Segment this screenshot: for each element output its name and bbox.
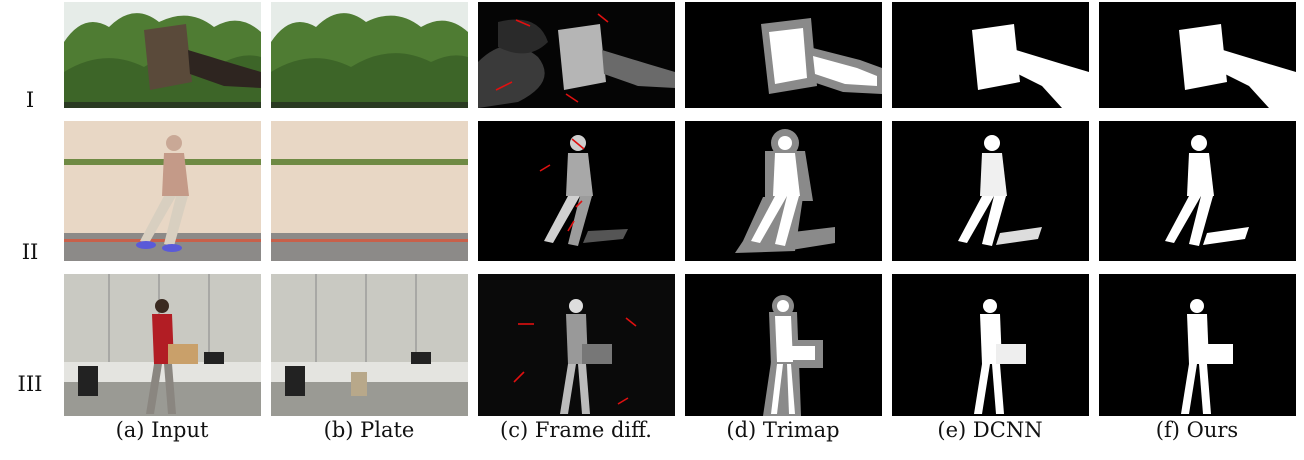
column-label-dcnn: (e) DCNN (937, 418, 1043, 442)
row1-dcnn-image (892, 2, 1089, 108)
row1-frame-diff-image (478, 2, 675, 108)
row3-frame-diff-image (478, 274, 675, 416)
row3-dcnn-image (892, 274, 1089, 416)
row3-plate-image (271, 274, 468, 416)
row2-frame-diff-image (478, 121, 675, 261)
column-label-input: (a) Input (115, 418, 209, 442)
column-label-plate: (b) Plate (323, 418, 415, 442)
row1-plate-image (271, 2, 468, 108)
row2-ours-image (1099, 121, 1296, 261)
column-label-trimap: (d) Trimap (726, 418, 840, 442)
column-label-ours: (f) Ours (1155, 418, 1239, 442)
row3-ours-image (1099, 274, 1296, 416)
row-label-3: III (17, 372, 43, 396)
column-label-frame-diff: (c) Frame diff. (500, 418, 652, 442)
row2-dcnn-image (892, 121, 1089, 261)
row2-plate-image (271, 121, 468, 261)
row3-input-image (64, 274, 261, 416)
row3-trimap-image (685, 274, 882, 416)
row1-input-image (64, 2, 261, 108)
row-label-1: I (25, 88, 35, 112)
row1-ours-image (1099, 2, 1296, 108)
row1-trimap-image (685, 2, 882, 108)
row-label-2: II (21, 240, 39, 264)
row2-input-image (64, 121, 261, 261)
row2-trimap-image (685, 121, 882, 261)
